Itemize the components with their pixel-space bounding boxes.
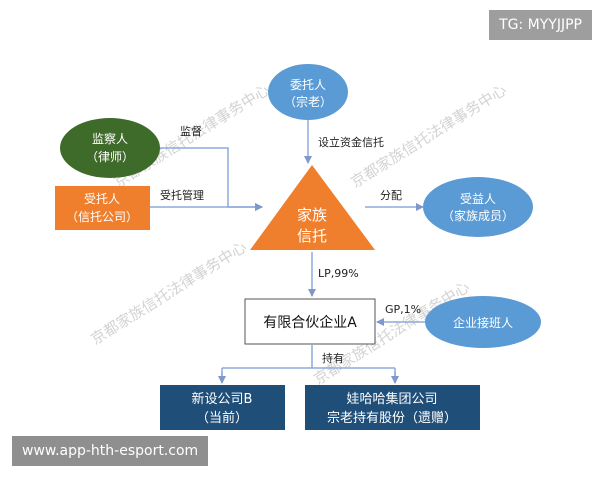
supervisor-ellipse (60, 118, 160, 178)
trustee-label: 受托人 (84, 192, 120, 206)
trust-triangle (250, 165, 375, 250)
edge-labels: 监督 设立资金信托 受托管理 分配 LP,99% GP,1% 持有 (160, 124, 421, 365)
node-newco: 新设公司B （当前） (160, 385, 285, 430)
edge-label-fund-trust: 设立资金信托 (318, 135, 384, 149)
edge-label-hold: 持有 (322, 351, 344, 365)
beneficiary-ellipse (423, 177, 533, 237)
edge-label-lp: LP,99% (318, 267, 359, 280)
supervisor-label: 监察人 (92, 132, 128, 146)
watermark-text: 京都家族信托法律事务中心 (88, 238, 250, 349)
partnership-label: 有限合伙企业A (263, 314, 357, 331)
node-partnership: 有限合伙企业A (244, 298, 376, 345)
tg-badge: TG: MYYJJPP (489, 10, 592, 40)
newco-label: 新设公司B (192, 391, 253, 407)
newco-sublabel: （当前） (196, 410, 248, 426)
edge-label-entrusted-mgmt: 受托管理 (160, 188, 204, 202)
supervisor-sublabel: （律师） (86, 150, 134, 164)
node-wahaha: 娃哈哈集团公司 宗老持有股份（遗赠） (305, 385, 480, 430)
settlor-sublabel: （宗老） (284, 94, 332, 109)
settlor-ellipse (268, 64, 348, 120)
newco-box (160, 385, 285, 430)
node-successor: 企业接班人 (425, 296, 541, 348)
wahaha-sublabel: 宗老持有股份（遗赠） (327, 410, 457, 426)
beneficiary-label: 受益人 (460, 192, 496, 206)
trust-label: 家族 (297, 206, 327, 224)
trustee-box (55, 186, 150, 230)
wahaha-box (305, 385, 480, 430)
successor-label: 企业接班人 (453, 315, 513, 330)
edge-label-distribute: 分配 (380, 189, 402, 202)
node-supervisor: 监察人 （律师） (60, 118, 160, 178)
edge-partnership-companies (221, 345, 396, 380)
beneficiary-sublabel: （家族成员） (442, 208, 514, 223)
trustee-sublabel: （信托公司） (66, 210, 138, 224)
node-family-trust: 家族 信托 (250, 165, 375, 250)
successor-ellipse (425, 296, 541, 348)
trust-sublabel: 信托 (297, 227, 327, 245)
edge-label-supervise: 监督 (180, 124, 202, 138)
node-trustee: 受托人 （信托公司） (55, 186, 150, 230)
site-url-badge[interactable]: www.app-hth-esport.com (12, 436, 209, 466)
partnership-box (244, 298, 376, 345)
node-settlor: 委托人 （宗老） (268, 64, 348, 120)
connectors (150, 120, 425, 384)
edge-label-gp: GP,1% (385, 303, 421, 316)
wahaha-label: 娃哈哈集团公司 (346, 391, 437, 407)
settlor-label: 委托人 (290, 78, 326, 92)
node-beneficiary: 受益人 （家族成员） (423, 177, 533, 237)
